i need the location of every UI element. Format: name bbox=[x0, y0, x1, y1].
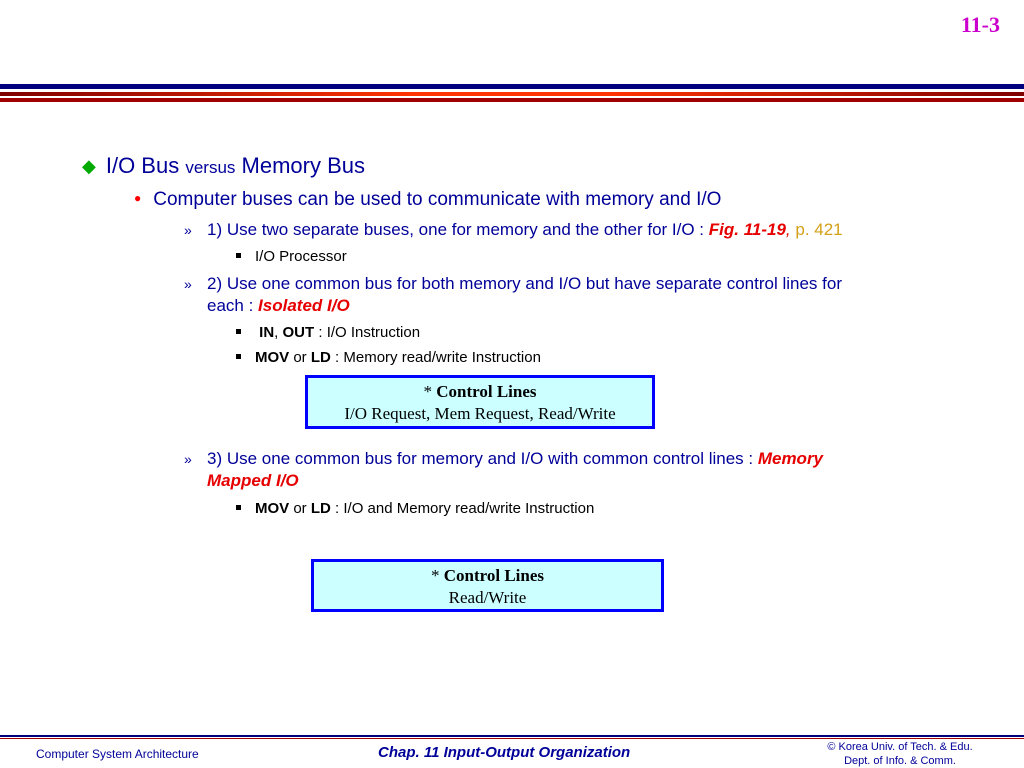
item-1-sub-1: I/O Processor bbox=[236, 248, 347, 265]
header-rule-gradient bbox=[0, 92, 1024, 96]
item-1-marker: » bbox=[184, 222, 192, 238]
box-1-star: * bbox=[423, 382, 437, 401]
dot-bullet-icon: ● bbox=[134, 191, 142, 205]
square-bullet-icon bbox=[236, 329, 241, 334]
header-rule-red bbox=[0, 98, 1024, 102]
item-2-marker: » bbox=[184, 276, 192, 292]
footer-rule-red bbox=[0, 738, 1024, 739]
item-3-emphasis-2: Mapped I/O bbox=[207, 471, 299, 490]
item-1-text: 1) Use two separate buses, one for memor… bbox=[207, 219, 843, 241]
item-2-sub-2-or: or bbox=[289, 349, 311, 366]
item-3-sub-1-mov: MOV bbox=[255, 500, 290, 517]
square-bullet-icon bbox=[236, 505, 241, 510]
item-3-text: 3) Use one common bus for memory and I/O… bbox=[207, 448, 823, 492]
item-2-sub-1: IN, OUT : I/O Instruction bbox=[236, 324, 420, 341]
header-rule-gap bbox=[0, 89, 1024, 92]
item-2-sub-1-rest: : I/O Instruction bbox=[314, 324, 421, 341]
header-rule-navy bbox=[0, 84, 1024, 89]
header-rule-gap-2 bbox=[0, 96, 1024, 98]
page-number: 11-3 bbox=[960, 12, 1000, 37]
square-bullet-icon bbox=[236, 354, 241, 359]
footer-copyright-line-1: © Korea Univ. of Tech. & Edu. bbox=[827, 741, 973, 753]
footer-rule-navy bbox=[0, 735, 1024, 737]
item-1-fig-ref: Fig. 11-19 bbox=[708, 220, 786, 239]
item-2-line-2-prefix: each : bbox=[207, 296, 259, 315]
item-2-sub-1-sep: , bbox=[274, 324, 283, 341]
item-3: » 3) Use one common bus for memory and I… bbox=[184, 448, 984, 494]
item-2-text: 2) Use one common bus for both memory an… bbox=[207, 273, 842, 317]
box-2-star: * bbox=[430, 566, 444, 585]
box-1-body: I/O Request, Mem Request, Read/Write bbox=[344, 404, 616, 423]
item-2-sub-2-ld: LD bbox=[310, 349, 331, 366]
box-2-title: Control Lines bbox=[443, 566, 545, 585]
item-3-marker: » bbox=[184, 451, 192, 467]
item-3-sub-1-rest: : I/O and Memory read/write Instruction bbox=[330, 500, 595, 517]
footer-chapter-title: Chap. 11 Input-Output Organization bbox=[378, 744, 631, 761]
item-3-sub-1: MOV or LD : I/O and Memory read/write In… bbox=[236, 500, 594, 517]
item-1-body: 1) Use two separate buses, one for memor… bbox=[207, 220, 709, 239]
control-lines-box-2: * Control Lines Read/Write bbox=[311, 559, 664, 612]
item-1-comma: , bbox=[785, 220, 791, 239]
control-lines-box-1: * Control Lines I/O Request, Mem Request… bbox=[305, 375, 655, 429]
subtitle-line: ● Computer buses can be used to communica… bbox=[134, 189, 721, 211]
item-1-sub-1-text: I/O Processor bbox=[255, 248, 347, 265]
item-1: » 1) Use two separate buses, one for mem… bbox=[184, 219, 984, 241]
subtitle-text: Computer buses can be used to communicat… bbox=[153, 189, 722, 210]
item-2-line-1: 2) Use one common bus for both memory an… bbox=[207, 274, 842, 293]
heading-part3: Memory Bus bbox=[241, 153, 366, 178]
item-2-sub-1-in: IN bbox=[259, 324, 275, 341]
item-2-sub-2-mov: MOV bbox=[255, 349, 290, 366]
item-2: » 2) Use one common bus for both memory … bbox=[184, 273, 984, 319]
item-2-emphasis: Isolated I/O bbox=[258, 296, 350, 315]
item-3-emphasis-1: Memory bbox=[757, 449, 824, 468]
item-3-line-1: 3) Use one common bus for memory and I/O… bbox=[207, 449, 758, 468]
box-2-heading: * Control Lines bbox=[314, 565, 661, 587]
box-2-body: Read/Write bbox=[448, 588, 527, 607]
slide-heading: ◆ I/O Bus versus Memory Bus bbox=[82, 153, 365, 179]
heading-part2: versus bbox=[185, 158, 236, 177]
box-1-title: Control Lines bbox=[436, 382, 537, 401]
box-1-heading: * Control Lines bbox=[308, 381, 652, 403]
item-1-page-ref: p. 421 bbox=[790, 220, 843, 239]
heading-part1: I/O Bus bbox=[105, 153, 180, 178]
item-2-sub-1-out: OUT bbox=[282, 324, 315, 341]
item-3-sub-1-ld: LD bbox=[310, 500, 331, 517]
footer-course-title: Computer System Architecture bbox=[36, 747, 199, 761]
item-2-sub-2-rest: : Memory read/write Instruction bbox=[330, 349, 541, 366]
footer-copyright-line-2: Dept. of Info. & Comm. bbox=[844, 755, 956, 767]
diamond-bullet-icon: ◆ bbox=[82, 156, 96, 176]
square-bullet-icon bbox=[236, 253, 241, 258]
footer-copyright: © Korea Univ. of Tech. & Edu. Dept. of I… bbox=[800, 740, 1000, 768]
item-3-sub-1-or: or bbox=[289, 500, 311, 517]
item-2-sub-2: MOV or LD : Memory read/write Instructio… bbox=[236, 349, 541, 366]
